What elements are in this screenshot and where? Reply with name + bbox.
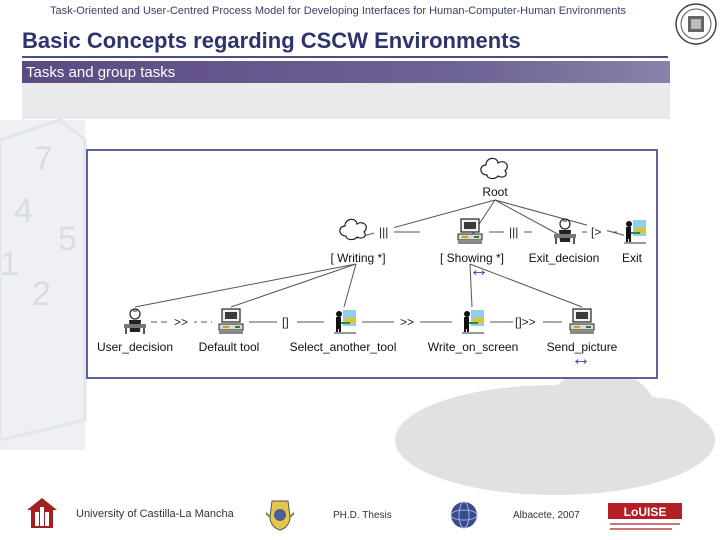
task-tree-diagram: ||| ||| [> >> [] >> []>> Root [ Writing … (86, 149, 658, 379)
university-seal-logo (675, 3, 717, 45)
university-logo (27, 498, 57, 528)
operator-write-send: []>> (515, 315, 536, 329)
operator-writing-showing: ||| (379, 225, 388, 239)
double-arrow-icon: ↔ (469, 259, 489, 281)
application-task-icon (569, 308, 595, 335)
node-send-picture-label: Send_picture (547, 340, 618, 354)
user-task-icon (553, 218, 577, 245)
interaction-task-icon (334, 310, 356, 334)
node-write-on-screen-label: Write_on_screen (428, 340, 519, 354)
svg-text:7: 7 (34, 140, 53, 178)
content-band (22, 83, 670, 119)
application-task-icon (218, 308, 244, 335)
louise-lab-logo: LoUISE (608, 503, 682, 530)
application-task-icon (457, 218, 483, 245)
operator-userdec-default: >> (174, 315, 188, 329)
user-task-icon (123, 308, 147, 335)
louise-lab-logo-text: LoUISE (624, 505, 667, 519)
node-showing-label: [ Showing *] (440, 251, 504, 265)
section-bar (22, 61, 670, 83)
operator-default-select: [] (282, 315, 289, 329)
node-exit-label: Exit (622, 251, 643, 265)
operator-select-write: >> (400, 315, 414, 329)
header-title: Task-Oriented and User-Centred Process M… (50, 5, 626, 17)
svg-text:5: 5 (58, 220, 77, 258)
faculty-shield-logo (265, 500, 295, 531)
interaction-task-icon (462, 310, 484, 334)
operator-showing-exit-decision: ||| (509, 225, 518, 239)
svg-text:1: 1 (0, 245, 19, 283)
interaction-task-icon (624, 220, 646, 244)
node-root-label: Root (482, 185, 508, 199)
globe-logo (450, 501, 478, 529)
operator-exit-decision-exit: [> (591, 225, 601, 239)
svg-text:2: 2 (32, 275, 51, 313)
title-divider (22, 56, 668, 58)
abstract-task-icon (480, 157, 508, 180)
section-label: Tasks and group tasks (26, 64, 176, 81)
footer: University of Castilla-La Mancha PH.D. T… (0, 495, 720, 540)
double-arrow-icon: ↔ (571, 348, 591, 370)
slide-title: Basic Concepts regarding CSCW Environmen… (22, 28, 521, 53)
node-writing-label: [ Writing *] (330, 251, 385, 265)
node-user-decision-label: User_decision (97, 340, 173, 354)
abstract-task-icon (339, 218, 367, 241)
footer-thesis: PH.D. Thesis (333, 510, 392, 521)
svg-text:4: 4 (14, 192, 33, 230)
node-select-another-tool-label: Select_another_tool (290, 340, 397, 354)
node-exit-decision-label: Exit_decision (529, 251, 600, 265)
node-default-tool-label: Default tool (199, 340, 260, 354)
footer-university: University of Castilla-La Mancha (76, 508, 234, 520)
footer-place-date: Albacete, 2007 (513, 510, 580, 521)
